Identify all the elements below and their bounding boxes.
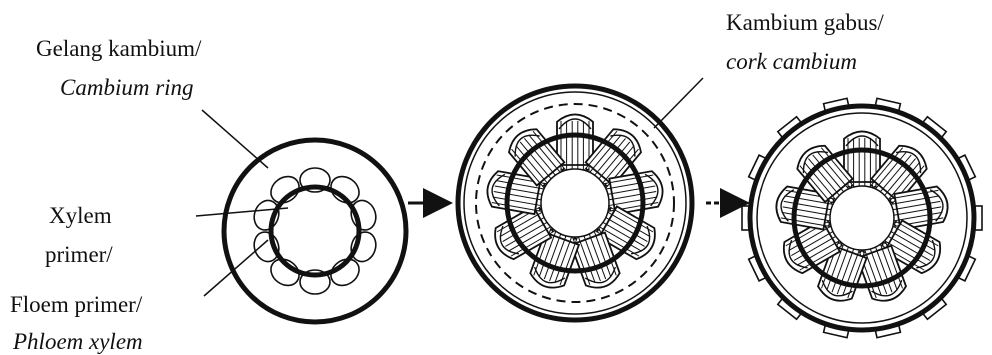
- pith: [541, 169, 609, 237]
- leader-cambium-ring: [202, 110, 268, 168]
- pith: [830, 186, 894, 250]
- bundle-outline: [557, 114, 593, 165]
- leader-phloem: [204, 240, 268, 296]
- stage-secondary-growth: [458, 86, 692, 320]
- stage-bark-formation: [742, 98, 982, 337]
- cambium-ring: [271, 187, 359, 275]
- leader-cork-cambium: [654, 78, 703, 128]
- stage-primary-stem: [224, 140, 406, 322]
